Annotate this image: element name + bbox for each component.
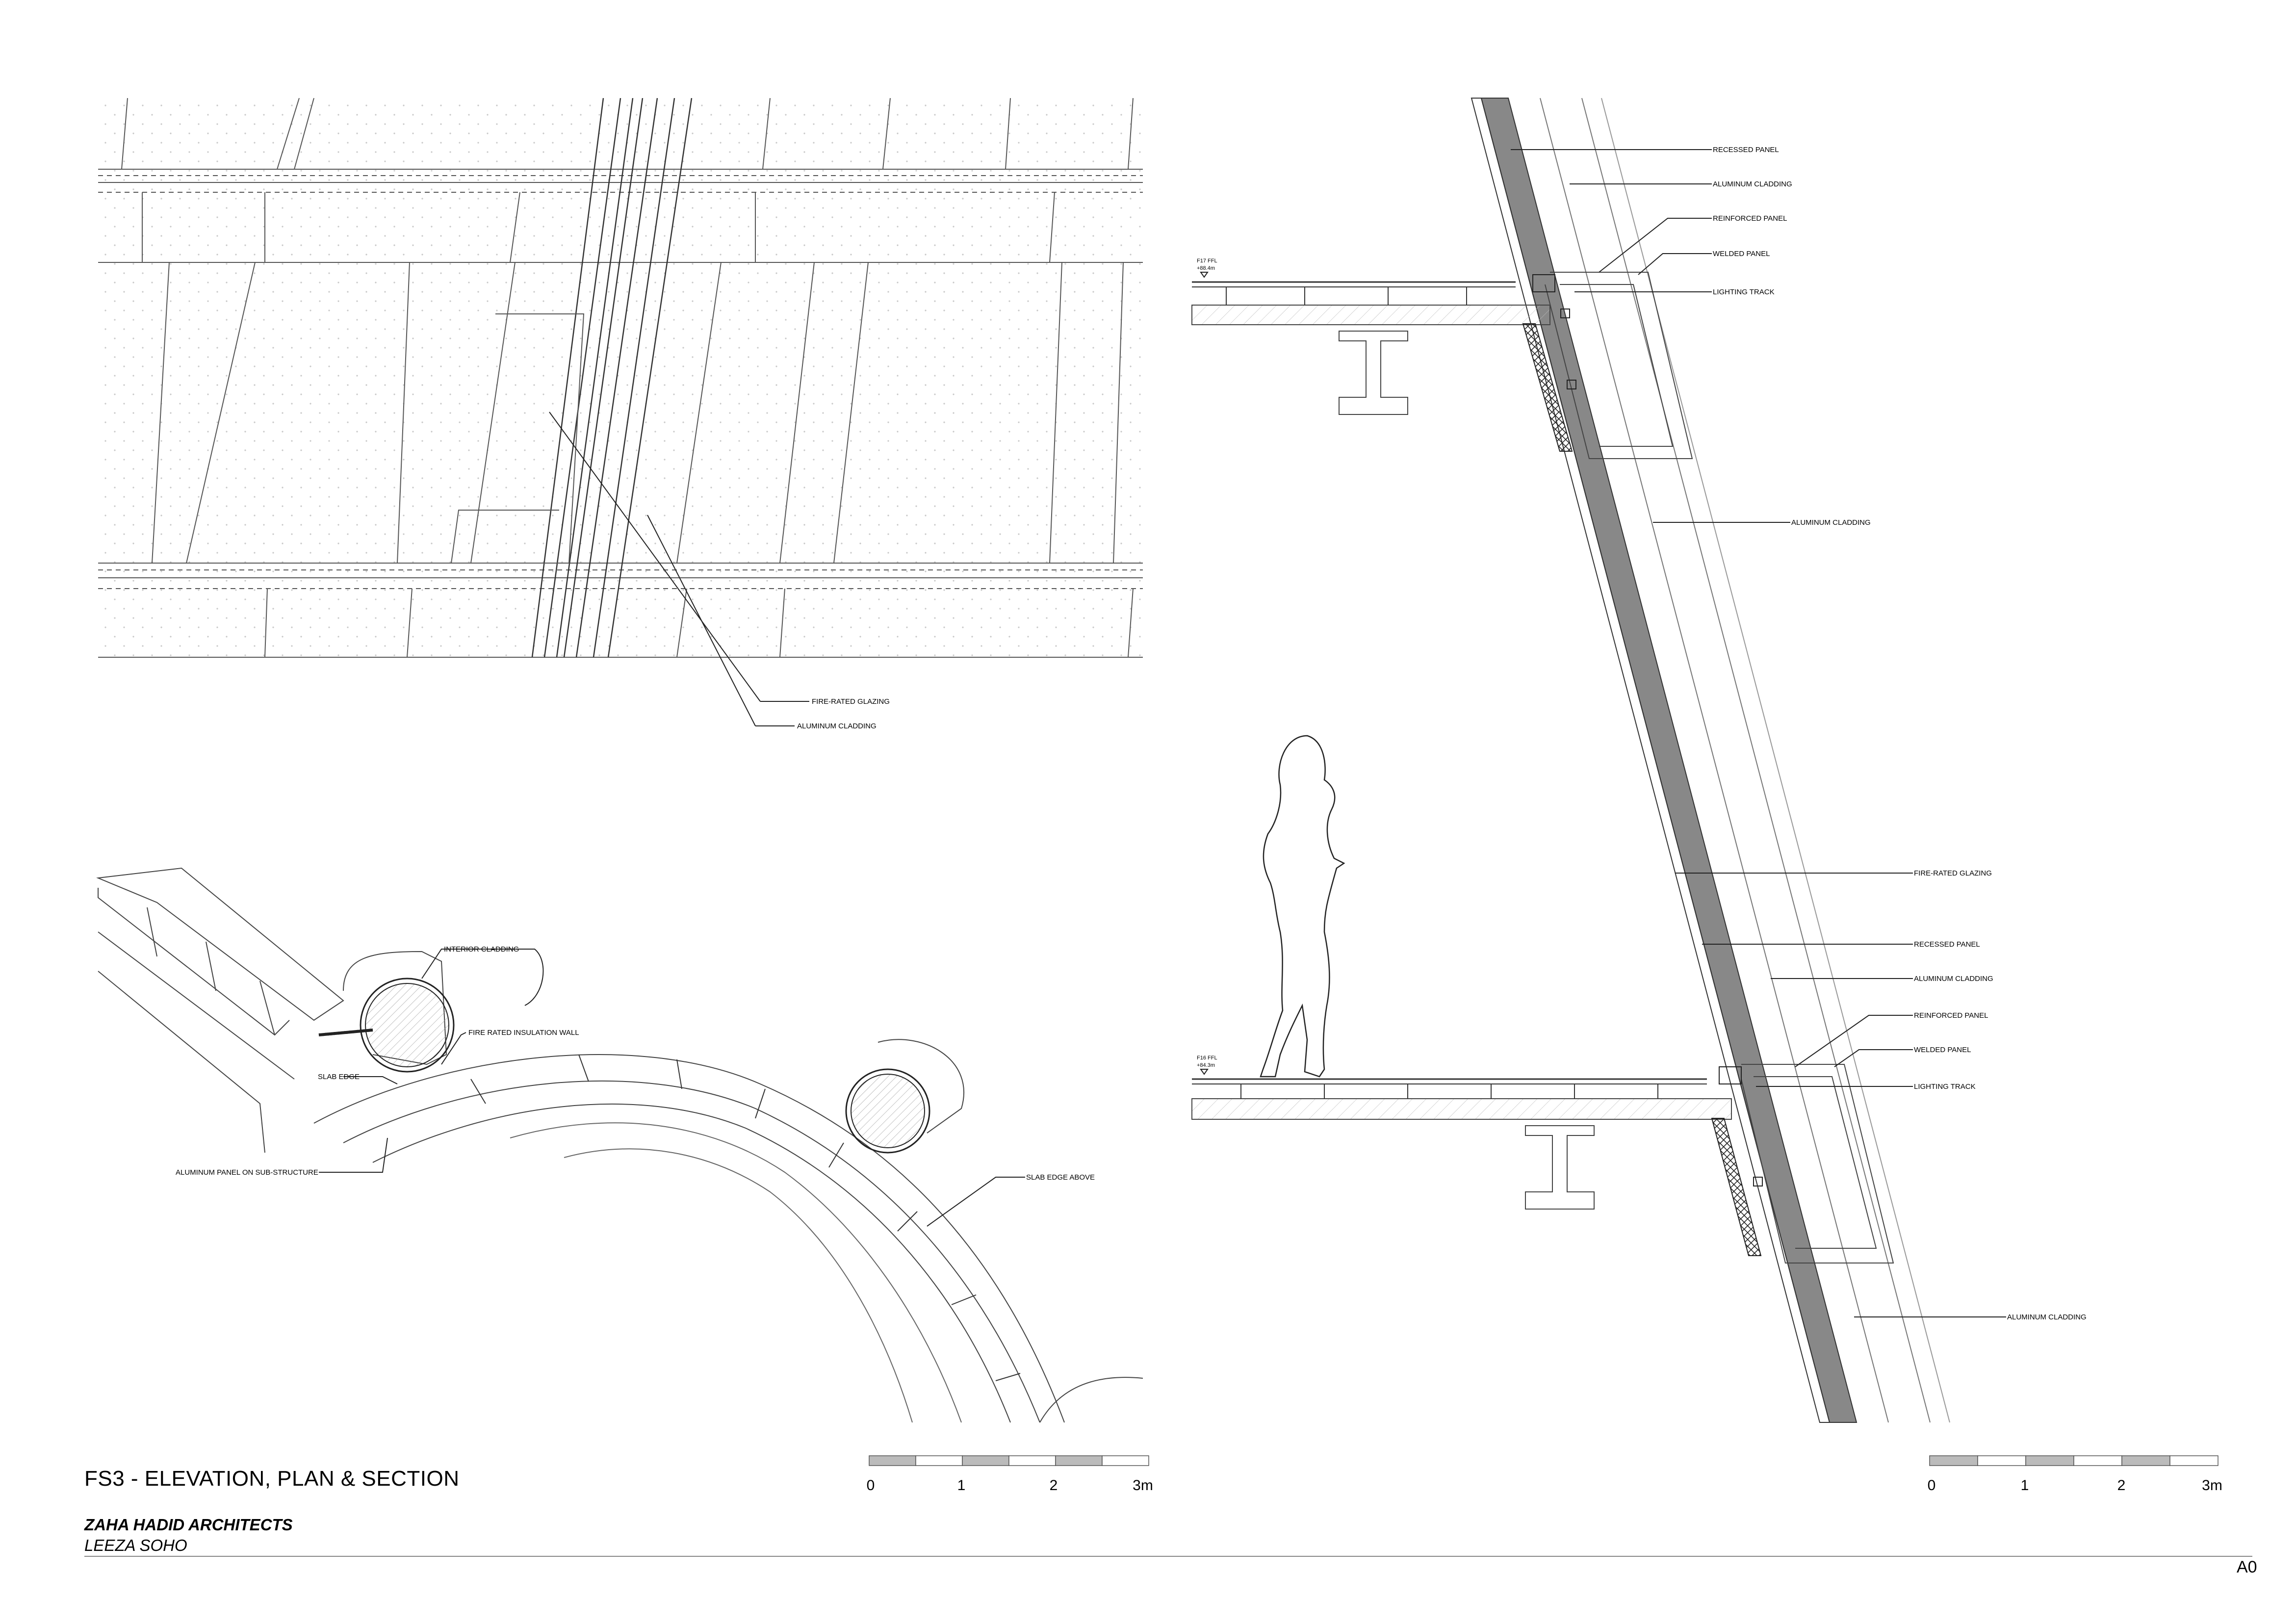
elevation-view: [98, 98, 1143, 726]
scale-right-tick-0: 0: [1927, 1477, 1936, 1494]
plan-label-0: INTERIOR CLADDING: [444, 945, 519, 954]
scale-bar-left: [869, 1455, 1149, 1466]
sec-upper-label-2: REINFORCED PANEL: [1713, 214, 1787, 223]
plan-label-3: ALUMINUM PANEL ON SUB-STRUCTURE: [176, 1168, 318, 1177]
level-upper-label: F17 FFL: [1197, 258, 1217, 264]
scale-left-tick-1: 1: [957, 1477, 966, 1494]
scale-left-tick-3: 3m: [1133, 1477, 1153, 1494]
sec-lower-label-3: REINFORCED PANEL: [1914, 1011, 1988, 1020]
level-upper-elev: +88.4m: [1197, 265, 1215, 271]
scale-bar-right: [1929, 1455, 2219, 1466]
level-lower-label: F16 FFL: [1197, 1055, 1217, 1061]
sec-bottom-label: ALUMINUM CLADDING: [2007, 1313, 2087, 1321]
plan-label-2: SLAB EDGE: [318, 1073, 360, 1081]
sec-lower-label-0: FIRE-RATED GLAZING: [1914, 869, 1992, 877]
scale-right-tick-3: 3m: [2202, 1477, 2222, 1494]
office-name: ZAHA HADID ARCHITECTS: [84, 1516, 293, 1534]
level-lower-elev: +84.3m: [1197, 1062, 1215, 1068]
scale-left-tick-2: 2: [1049, 1477, 1058, 1494]
paper-size: A0: [2237, 1558, 2257, 1576]
plan-label-4: SLAB EDGE ABOVE: [1026, 1173, 1095, 1182]
scale-left-tick-0: 0: [866, 1477, 875, 1494]
scale-right-tick-2: 2: [2117, 1477, 2126, 1494]
sec-upper-label-1: ALUMINUM CLADDING: [1713, 180, 1792, 188]
section-view: [1191, 98, 2006, 1423]
elev-label-1: ALUMINUM CLADDING: [797, 722, 877, 730]
scale-right-tick-1: 1: [2020, 1477, 2029, 1494]
human-figure: [1260, 735, 1345, 1078]
project-name: LEEZA SOHO: [84, 1536, 187, 1554]
plan-view: [96, 867, 1143, 1423]
sec-lower-label-1: RECESSED PANEL: [1914, 940, 1980, 949]
sec-upper-label-0: RECESSED PANEL: [1713, 146, 1779, 154]
sec-mid-label: ALUMINUM CLADDING: [1791, 518, 1871, 527]
sec-upper-label-3: WELDED PANEL: [1713, 250, 1770, 258]
plan-label-1: FIRE RATED INSULATION WALL: [468, 1029, 579, 1037]
sec-lower-label-5: LIGHTING TRACK: [1914, 1083, 1976, 1091]
sec-lower-label-2: ALUMINUM CLADDING: [1914, 975, 1993, 983]
sec-upper-label-4: LIGHTING TRACK: [1713, 288, 1775, 296]
elev-label-0: FIRE-RATED GLAZING: [812, 697, 890, 706]
sheet-title: FS3 - ELEVATION, PLAN & SECTION: [84, 1467, 460, 1491]
title-rule: [84, 1556, 2252, 1557]
sec-lower-label-4: WELDED PANEL: [1914, 1046, 1971, 1054]
